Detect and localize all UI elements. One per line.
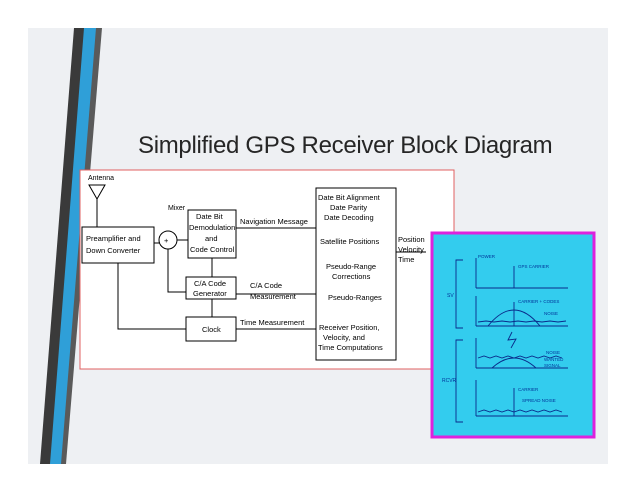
gps-carrier-label: GPS CARRIER xyxy=(518,264,550,269)
databit-line-4: Code Control xyxy=(190,245,235,254)
block-diagram: Antenna Preamplifier and Down Converter … xyxy=(79,169,455,370)
clock-to-preamp xyxy=(117,263,186,330)
nav-message-label: Navigation Message xyxy=(240,217,308,226)
processor-line-2: Date Parity xyxy=(330,203,367,212)
noise-1-label: NOISE xyxy=(544,311,558,316)
processor-line-7: Pseudo-Ranges xyxy=(328,293,382,302)
output-line-3: Time xyxy=(398,255,414,264)
ca-measurement-line-1: C/A Code xyxy=(250,281,282,290)
processor-line-3: Date Decoding xyxy=(324,213,374,222)
databit-line-2: Demodulation xyxy=(189,223,235,232)
preamp-line-2: Down Converter xyxy=(86,246,141,255)
antenna-label: Antenna xyxy=(88,175,114,182)
processor-line-4: Satellite Positions xyxy=(320,237,379,246)
ca-generator-block xyxy=(185,276,237,300)
spread-noise-label: SPREAD NOISE xyxy=(522,398,556,403)
databit-block xyxy=(187,209,237,259)
preamp-block xyxy=(81,226,155,264)
processor-line-8: Receiver Position, xyxy=(319,323,379,332)
processor-line-9: Velocity, and xyxy=(323,333,365,342)
preamp-line-1: Preamplifier and xyxy=(86,234,141,243)
databit-line-1: Date Bit xyxy=(196,212,224,221)
clock-label: Clock xyxy=(202,325,221,334)
output-line-1: Position xyxy=(398,235,425,244)
processor-line-5: Pseudo-Range xyxy=(326,262,376,271)
time-measurement-label: Time Measurement xyxy=(240,318,305,327)
sv-label: SV xyxy=(447,293,454,299)
carrier-label: CARRIER xyxy=(518,387,539,392)
slide-title: Simplified GPS Receiver Block Diagram xyxy=(138,132,553,159)
carrier-codes-label: CARRIER + CODES xyxy=(518,299,559,304)
processor-block xyxy=(315,187,397,361)
signal-label: SIGNAL xyxy=(544,363,561,368)
noise-2-line xyxy=(477,355,563,359)
spectrum-background xyxy=(430,231,596,439)
interference-icon xyxy=(507,331,517,349)
processor-line-1: Date Bit Alignment xyxy=(318,193,381,202)
mixer-plus: + xyxy=(164,236,169,245)
spread-noise-line xyxy=(477,409,563,413)
processor-line-10: Time Computations xyxy=(318,343,383,352)
rcvr-label: RCVR xyxy=(442,378,457,384)
slide: Simplified GPS Receiver Block Diagram An… xyxy=(28,28,608,464)
spectrum-panel: SV RCVR POWER GPS CARRIER CARRIER + CODE… xyxy=(430,231,596,439)
ca-generator-line-2: Generator xyxy=(193,289,227,298)
mixer-label: Mixer xyxy=(168,205,186,212)
processor-line-6: Corrections xyxy=(332,272,371,281)
ca-generator-line-1: C/A Code xyxy=(194,279,226,288)
rcvr-bracket xyxy=(455,339,463,423)
output-line-2: Velocity xyxy=(398,245,424,254)
sv-bracket xyxy=(455,259,463,329)
dark-stripe xyxy=(40,28,86,464)
wanted-signal-lobe xyxy=(491,357,537,369)
ca-feedback-line xyxy=(167,249,186,293)
noise-2-label: NOISE xyxy=(546,350,560,355)
clock-block xyxy=(185,316,237,342)
power-label: POWER xyxy=(478,254,496,259)
wanted-label: WANTED xyxy=(544,357,564,362)
databit-line-3: and xyxy=(205,234,218,243)
noise-1-line xyxy=(477,320,567,323)
ca-measurement-line-2: Measurement xyxy=(250,292,297,301)
antenna-icon xyxy=(88,184,106,201)
